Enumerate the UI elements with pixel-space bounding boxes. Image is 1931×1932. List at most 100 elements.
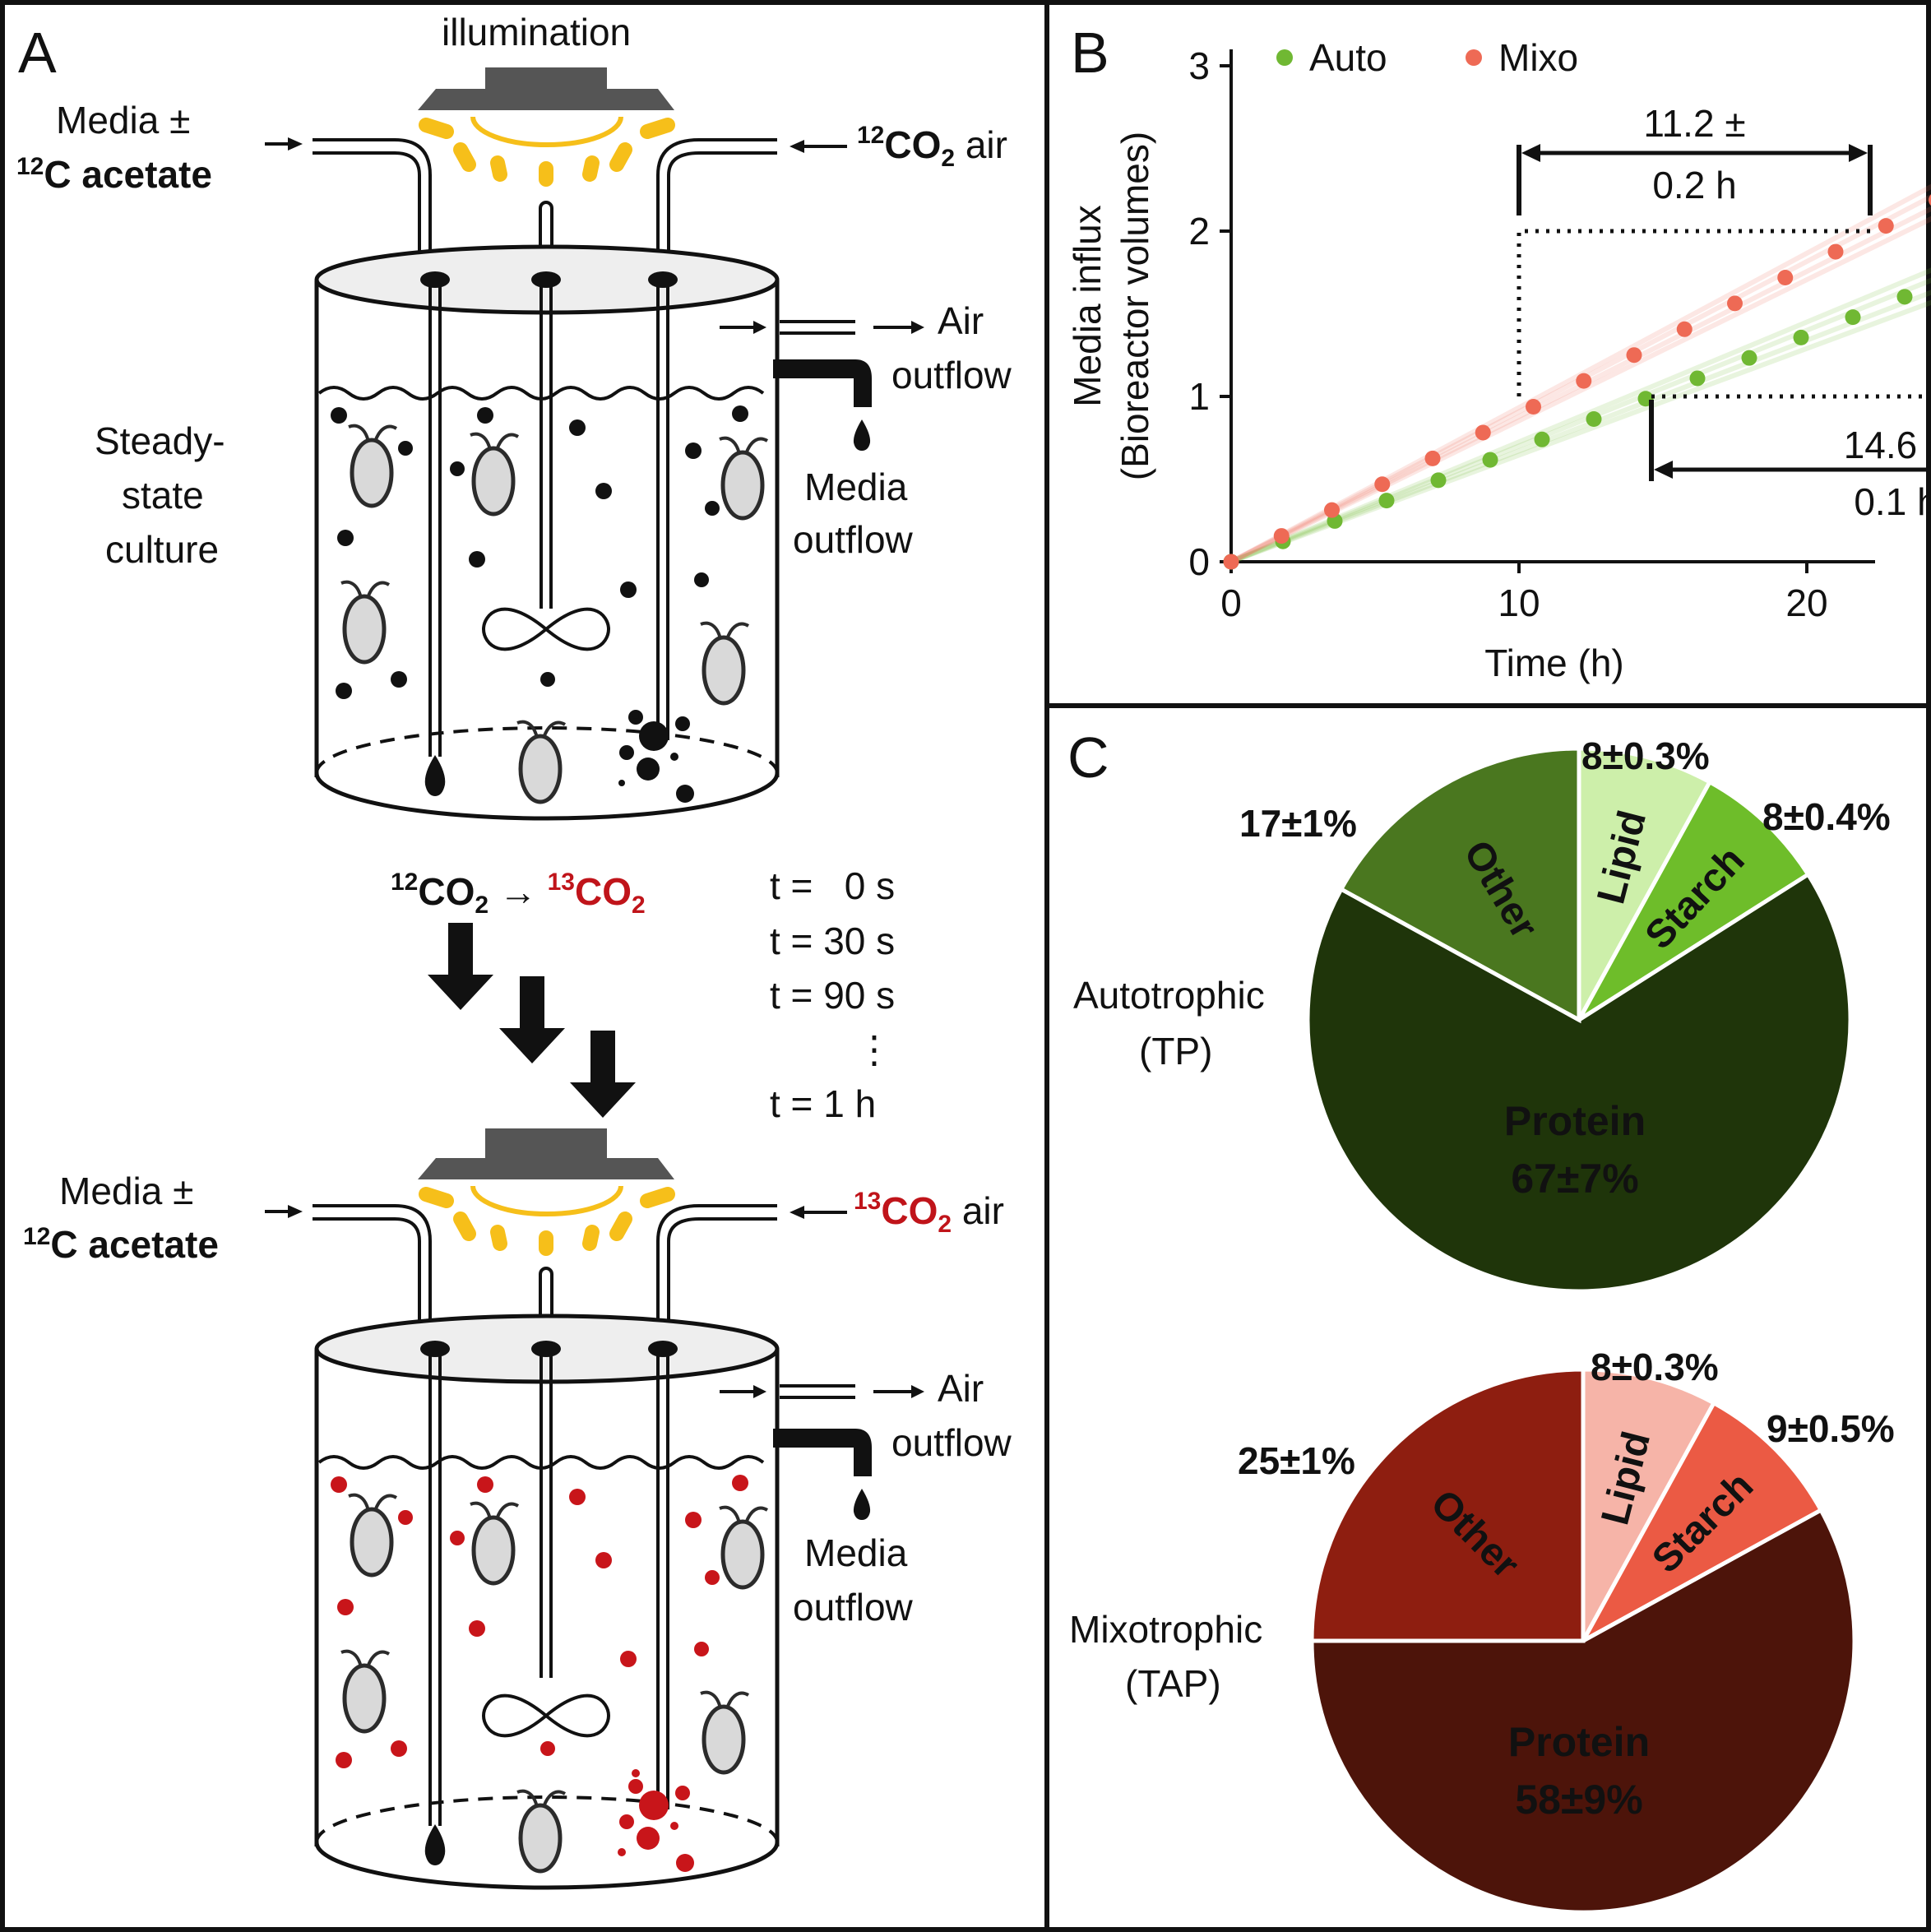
y-tick-label: 0 xyxy=(1188,540,1210,583)
data-point xyxy=(1482,452,1498,468)
air-in-label: 13CO2 air xyxy=(854,1188,1004,1238)
air-in-co: CO xyxy=(884,123,941,166)
data-point xyxy=(1576,373,1592,389)
data-point xyxy=(1793,329,1809,345)
doubling-time-label: 0.2 h xyxy=(1652,164,1736,206)
inlet-pipes xyxy=(313,1204,777,1352)
legend-label: Mixo xyxy=(1498,36,1578,79)
pie-slice-protein xyxy=(1305,871,1853,1294)
acetate-label: 12C acetate xyxy=(16,153,212,196)
air-in-sub: 2 xyxy=(938,1211,952,1238)
acetate-label: 12C acetate xyxy=(23,1223,219,1266)
x-axis-label: Time (h) xyxy=(1484,642,1624,684)
air-in-sup: 13 xyxy=(854,1188,881,1215)
algae-cell-icon xyxy=(470,1503,518,1583)
pie-slice-lipid xyxy=(1581,1367,1717,1642)
air-outflow-arrows xyxy=(720,1384,924,1399)
switch-arrow: → xyxy=(489,870,548,913)
pie-mixo-label-2: (TAP) xyxy=(1125,1662,1221,1705)
data-point xyxy=(1676,321,1693,337)
illumination-label: illumination xyxy=(442,11,631,53)
data-point xyxy=(1689,370,1706,387)
timeline-arrows xyxy=(428,923,636,1118)
slice-value-protein: 67±7% xyxy=(1511,1156,1638,1202)
algae-cells xyxy=(341,1495,767,1871)
acetate-sup: 12 xyxy=(23,1223,50,1250)
switch-sup-a: 12 xyxy=(391,869,418,896)
switch-label: 12CO2 → 13CO2 xyxy=(391,869,646,919)
x-tick-label: 10 xyxy=(1498,581,1540,624)
x-tick-label: 0 xyxy=(1220,581,1242,624)
air-in-suffix: air xyxy=(952,1189,1004,1232)
replicate-trace xyxy=(1229,183,1931,564)
carbon-particles xyxy=(331,405,748,803)
air-in-co: CO xyxy=(881,1189,938,1232)
time-label-2: t = 90 s xyxy=(770,974,895,1017)
data-point xyxy=(1929,194,1931,206)
algae-cell-icon xyxy=(349,426,396,506)
slice-name-protein: Protein xyxy=(1508,1719,1650,1765)
algae-cell-icon xyxy=(341,582,389,662)
reactor-vessel xyxy=(314,1313,872,1890)
switch-sub-b: 2 xyxy=(632,892,646,919)
acetate-sup: 12 xyxy=(16,153,44,180)
data-point xyxy=(1586,411,1602,428)
replicate-trace xyxy=(1229,267,1931,564)
panel-b: B 0102030400123Time (h)Media influx(Bior… xyxy=(1066,21,1931,684)
algae-cell-icon xyxy=(720,438,767,518)
air-out-label-2: outflow xyxy=(891,354,1012,396)
media-out-label-2: outflow xyxy=(793,1586,914,1629)
labeled-carbon-particles xyxy=(331,1475,748,1872)
replicate-trace xyxy=(1229,193,1931,564)
acetate-text: C acetate xyxy=(44,153,212,196)
data-point xyxy=(1374,476,1391,493)
time-label-0: t = 0 s xyxy=(770,864,895,907)
time-label-1: t = 30 s xyxy=(770,920,895,962)
guide-line xyxy=(1517,229,1870,396)
y-axis-label-2: (Bioreactor volumes) xyxy=(1114,132,1156,480)
data-point xyxy=(1845,309,1861,326)
switch-co-b: CO xyxy=(575,870,632,913)
media-out-label-1: Media xyxy=(804,1531,908,1574)
lamp-icon xyxy=(418,67,675,187)
pie-auto-label-1: Autotrophic xyxy=(1073,974,1265,1017)
panel-b-label: B xyxy=(1071,21,1109,85)
media-in-arrow xyxy=(265,1205,303,1218)
slice-value-lipid: 8±0.3% xyxy=(1591,1346,1719,1388)
reactor-vessel xyxy=(314,244,872,821)
data-point xyxy=(1626,347,1642,364)
air-outflow-arrows xyxy=(720,320,924,335)
algae-cell-icon xyxy=(701,1693,748,1772)
media-out-label-2: outflow xyxy=(793,518,914,561)
media-out-label-1: Media xyxy=(804,466,908,508)
pie-mixo-label-1: Mixotrophic xyxy=(1069,1608,1262,1651)
replicate-trace xyxy=(1229,215,1931,564)
data-point xyxy=(1777,269,1794,285)
algae-cell-icon xyxy=(517,1791,565,1871)
data-point xyxy=(1741,350,1757,366)
algae-cell-icon xyxy=(720,1508,767,1587)
slice-value-other: 17±1% xyxy=(1239,802,1357,845)
y-tick-label: 2 xyxy=(1188,210,1210,253)
data-point xyxy=(1475,424,1491,441)
algae-cell-icon xyxy=(517,722,565,802)
panel-c: C Autotrophic (TP) Mixotrophic (TAP) Lip… xyxy=(1067,725,1895,1915)
pie-slice-protein xyxy=(1309,1507,1857,1915)
panel-a-label: A xyxy=(18,21,57,85)
data-point xyxy=(1378,493,1395,509)
time-ellipsis: ⋮ xyxy=(855,1028,893,1071)
pie-slice-lipid xyxy=(1577,746,1713,1022)
replicate-trace xyxy=(1229,206,1931,564)
switch-sub-a: 2 xyxy=(475,892,489,919)
culture-label-2: state xyxy=(122,474,204,517)
doubling-time-label: 14.6 ± xyxy=(1844,424,1931,466)
media-in-label: Media ± xyxy=(59,1170,193,1212)
legend-marker xyxy=(1276,49,1293,66)
lamp-icon xyxy=(418,1128,675,1256)
slice-value-starch: 8±0.4% xyxy=(1762,795,1891,838)
algae-cell-icon xyxy=(341,1652,389,1731)
culture-label-3: culture xyxy=(105,528,219,571)
legend-marker xyxy=(1466,49,1482,66)
data-point xyxy=(1430,472,1447,489)
